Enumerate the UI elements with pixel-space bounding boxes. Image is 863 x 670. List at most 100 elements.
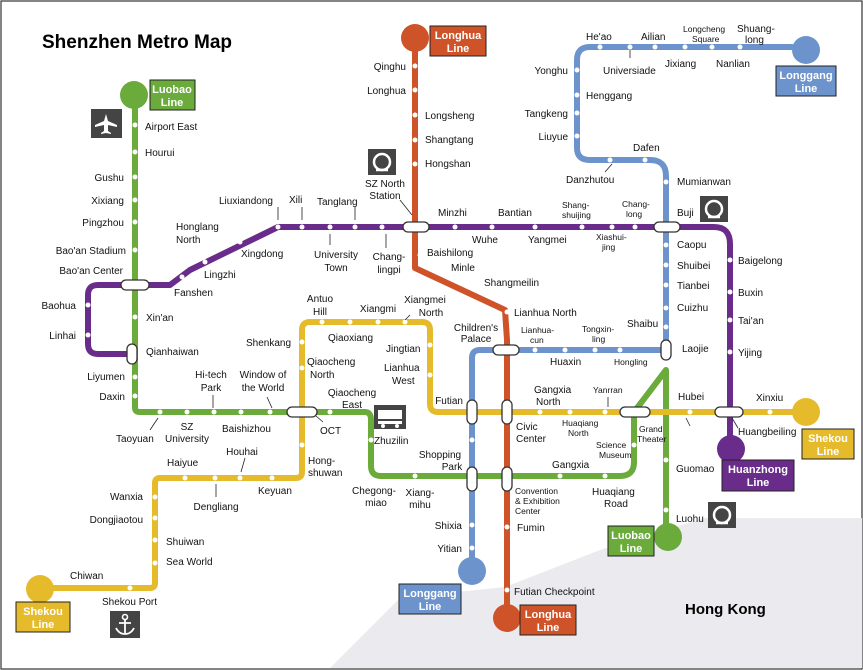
svg-text:mihu: mihu [409,500,431,511]
svg-text:the World: the World [242,383,285,394]
station-qiaocheng-north: Qiaocheng [307,357,355,368]
svg-text:miao: miao [365,498,387,509]
station-longcheng-square: Longcheng [683,24,725,34]
line-tag-longhua-bottom: Longhua Line [519,604,577,636]
station-guomao: Guomao [676,464,715,475]
station-dongjiaotou: Dongjiaotou [90,515,143,526]
luobao-line-route [132,94,669,540]
station-yitian: Yitian [437,544,462,555]
station-sz-north: SZ North [365,179,405,190]
svg-text:Square: Square [692,34,720,44]
station-caopu: Caopu [677,240,706,251]
map-title: Shenzhen Metro Map [42,32,232,53]
svg-text:Center: Center [515,506,541,516]
station-qianhaiwan: Qianhaiwan [146,347,199,358]
station-xingdong: Xingdong [241,249,283,260]
station-shekou-port: Shekou Port [102,597,157,608]
station-gushu: Gushu [95,173,124,184]
station-window-of-the-world: Window of [240,370,287,381]
svg-text:Center: Center [516,434,547,445]
svg-text:Hill: Hill [313,307,327,318]
svg-text:Line: Line [747,477,770,489]
station-jingtian: Jingtian [386,344,420,355]
station-changlingpi: Chang- [373,252,406,263]
svg-text:Line: Line [620,543,643,555]
station-nanlian: Nanlian [716,59,750,70]
station-chegongmiao: Chegong- [352,486,396,497]
airplane-icon [91,109,122,138]
shekou-line-route [35,319,808,591]
station-haiyue: Haiyue [167,458,199,469]
anchor-icon [110,611,140,638]
svg-text:long: long [745,35,764,46]
svg-text:Line: Line [795,83,818,95]
svg-text:Longhua: Longhua [435,30,482,42]
station-university-town: University [314,250,358,261]
svg-text:North: North [568,428,589,438]
station-bantian: Bantian [498,208,532,219]
svg-text:Line: Line [419,601,442,613]
station-universiade: Universiade [603,66,656,77]
station-shuanglong: Shuang- [737,24,775,35]
station-liuyue: Liuyue [539,132,569,143]
station-honglang-north: Honglang [176,222,219,233]
svg-text:Luobao: Luobao [611,530,651,542]
railway-station-icon [708,502,736,528]
huanzhong-line-terminal [717,435,745,463]
station-cuizhu: Cuizhu [677,303,708,314]
station-longsheng: Longsheng [425,111,475,122]
svg-text:shuwan: shuwan [308,468,342,479]
station-baishilong: Baishilong [427,248,473,259]
svg-text:long: long [626,209,642,219]
station-qiaocheng-east: Qiaocheng [328,388,376,399]
station-hubei: Hubei [678,392,704,403]
station-danzhutou: Danzhutou [566,175,614,186]
svg-text:Line: Line [817,446,840,458]
station-shenkang: Shenkang [246,338,291,349]
station-gangxia-north: Gangxia [534,385,572,396]
station-futian-checkpoint: Futian Checkpoint [514,587,595,598]
longgang-line-terminal [458,557,486,585]
svg-text:Longhua: Longhua [525,609,572,621]
station-hi-tech-park: Hi-tech [195,370,227,381]
station-stops [85,44,773,593]
station-sz-university: SZ [181,422,194,433]
station-wanxia: Wanxia [110,492,143,503]
station-huaqiang-road: Huaqiang [592,487,635,498]
region-label: Hong Kong [685,601,766,618]
svg-text:ling: ling [592,334,606,344]
station-linhai: Linhai [49,331,76,342]
station-xiangmei-north: Xiangmei [404,295,446,306]
station-childrens-palace: Children's [454,323,498,334]
longgang-line-terminal [792,36,820,64]
line-tag-huanzhong: Huanzhong Line [721,459,795,492]
line-tag-longhua-top: Longhua Line [429,25,487,57]
svg-text:Shekou: Shekou [23,606,63,618]
station-gangxia: Gangxia [552,460,590,471]
svg-text:Town: Town [324,263,347,274]
station-tanglang: Tanglang [317,197,358,208]
svg-text:Shekou: Shekou [808,433,848,445]
station-oct: OCT [320,426,341,437]
hong-kong-area [330,518,862,668]
station-houhai: Houhai [226,447,258,458]
longhua-line-route [412,35,510,623]
interchange-markers [120,221,744,492]
station-labels: Airport East Hourui Gushu Xixiang Pingzh… [42,24,797,608]
station-shangtang: Shangtang [425,135,473,146]
luobao-line-terminal [654,523,682,551]
longhua-line-terminal [493,604,521,632]
station-xili: Xili [289,195,302,206]
station-xixiang: Xixiang [91,196,124,207]
svg-text:jing: jing [601,242,616,252]
station-convention-center: Convention [515,486,558,496]
station-liyumen: Liyumen [87,372,125,383]
svg-text:Park: Park [442,462,464,473]
railway-station-icon [368,149,396,175]
station-xiangmi: Xiangmi [360,304,396,315]
svg-text:Palace: Palace [461,334,492,345]
svg-text:Luobao: Luobao [152,84,192,96]
svg-text:lingpi: lingpi [377,265,400,276]
bus-icon [374,405,406,429]
